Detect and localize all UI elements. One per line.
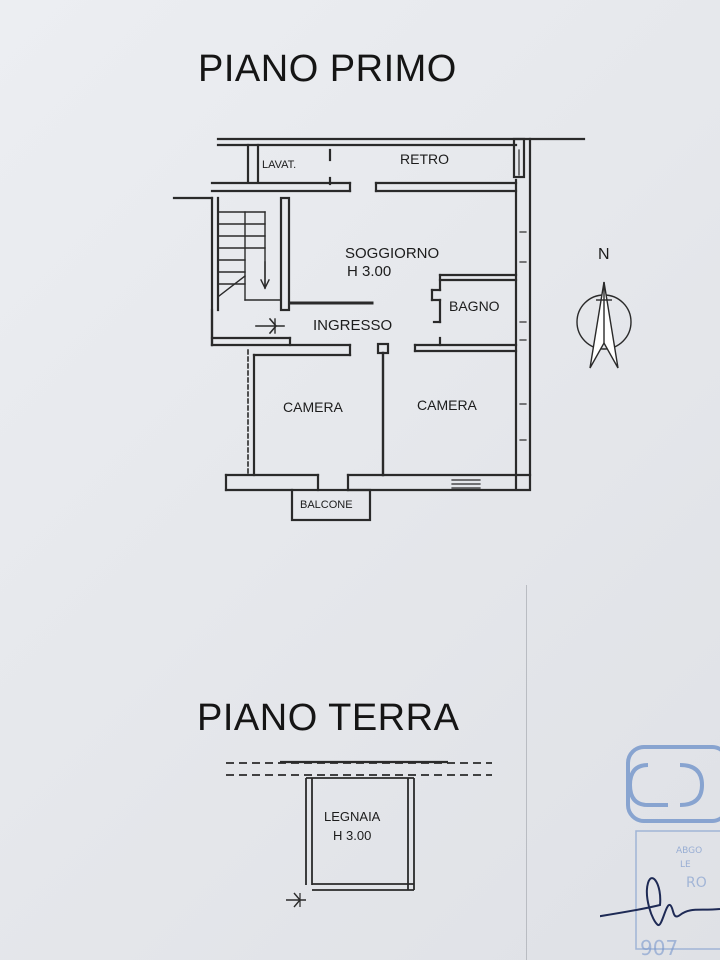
pillar: [376, 342, 390, 355]
floor-plan-piano-terra: [226, 760, 492, 908]
wall-retro-right: [512, 137, 526, 179]
room-label-camera-left: CAMERA: [283, 399, 343, 415]
balcone-outline: [290, 488, 372, 522]
floor-title-piano-terra: PIANO TERRA: [197, 697, 460, 739]
sheet-edge-line: [526, 585, 527, 960]
compass-north-label: N: [598, 246, 610, 263]
room-label-bagno: BAGNO: [449, 298, 500, 314]
room-label-soggiorno: SOGGIORNO: [345, 245, 440, 262]
room-label-camera-right: CAMERA: [417, 397, 477, 413]
room-label-legnaia: LEGNAIA: [324, 809, 381, 824]
room-label-retro: RETRO: [400, 151, 449, 167]
room-label-ingresso: INGRESSO: [313, 317, 393, 334]
wall-stair-right: [279, 196, 291, 312]
compass-icon: [576, 281, 632, 369]
svg-text:907: 907: [640, 936, 678, 960]
room-label-lavat: LAVAT.: [262, 159, 297, 171]
stamp-seal: ABGO LE RO 907: [600, 735, 720, 960]
svg-text:ABGO: ABGO: [676, 846, 702, 856]
signature: [600, 877, 720, 927]
room-label-soggiorno-height: H 3.00: [347, 263, 392, 280]
room-label-balcone: BALCONE: [300, 499, 353, 511]
svg-text:RO: RO: [686, 875, 707, 891]
room-label-legnaia-height: H 3.00: [333, 828, 372, 843]
floor-title-piano-primo: PIANO PRIMO: [198, 48, 457, 90]
svg-text:LE: LE: [680, 860, 691, 870]
